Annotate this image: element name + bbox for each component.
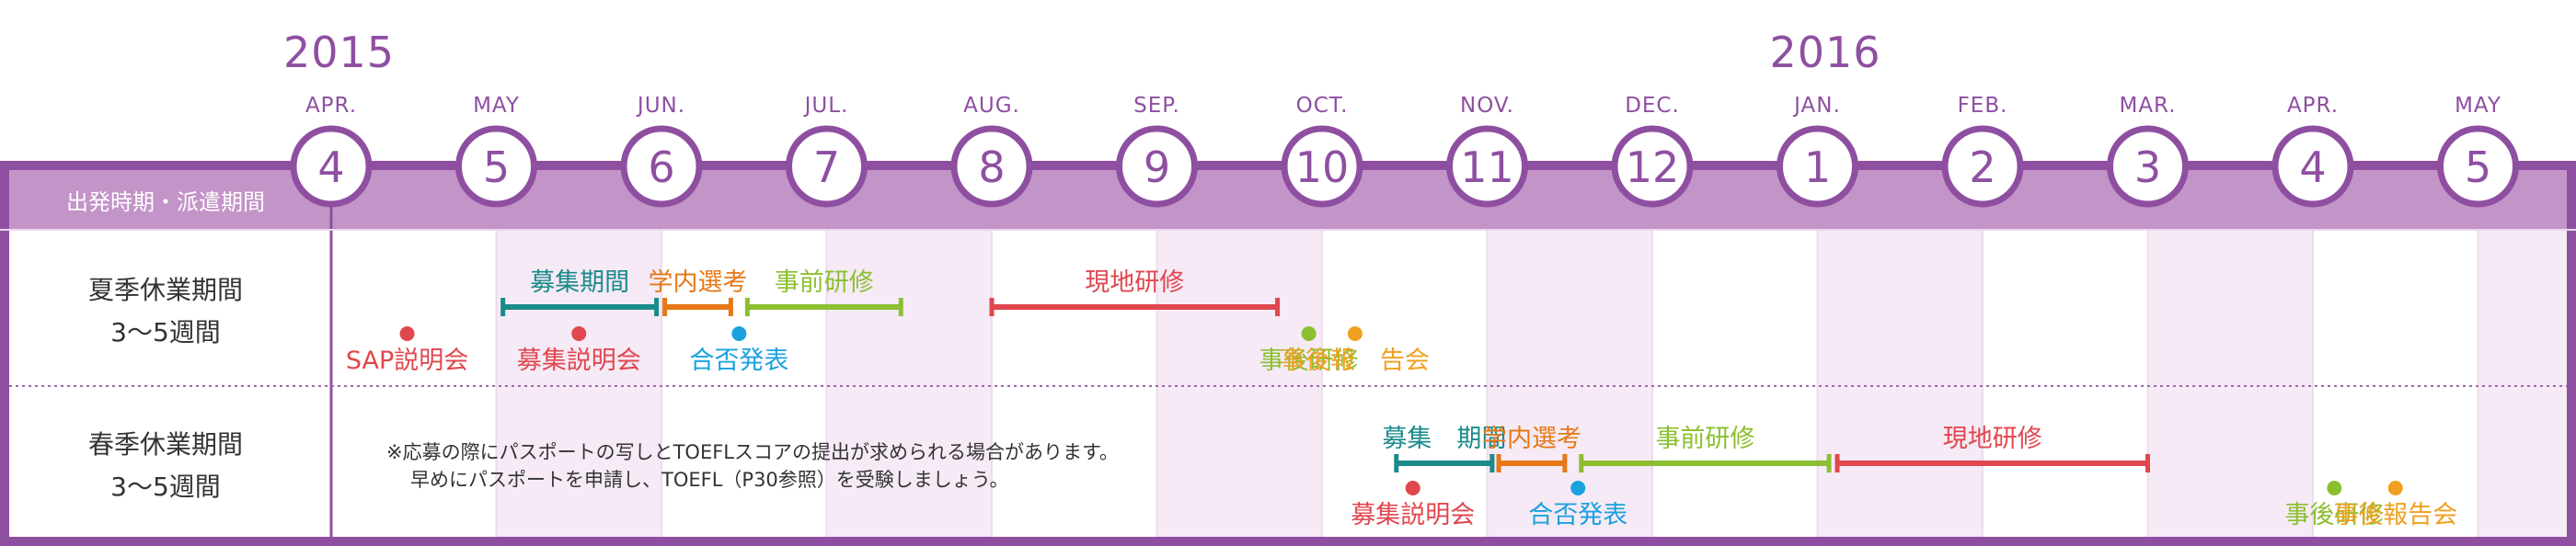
event-label: 事後報告会	[2333, 501, 2457, 529]
month-abbr-label: JUN.	[636, 94, 685, 118]
header-row-label: 出発時期・派遣期間	[66, 189, 265, 215]
event-label: SAP説明会	[346, 347, 468, 375]
month-number-label: 7	[813, 142, 840, 192]
month-number-label: 1	[1804, 142, 1831, 192]
event-label: 事後研修	[2284, 501, 2384, 529]
month-markers: APR. 4 MAY 5 JUN. 6 JUL. 7 AUG. 8 SEP. 9 OCT. 10 NOV. 1…	[290, 94, 2519, 208]
bar-label: 募集期間	[530, 268, 629, 297]
month-abbr-label: SEP.	[1133, 94, 1180, 118]
event-dot	[2327, 481, 2342, 495]
month-circle	[950, 125, 1033, 208]
bar-label: 現地研修	[1085, 268, 1184, 297]
month-abbr-label: APR.	[2287, 94, 2339, 118]
month-abbr-label: OCT.	[1296, 94, 1349, 118]
event-label: 募集説明会	[1351, 501, 1475, 529]
column-stripe	[2147, 230, 2313, 537]
bar-label: 事前研修	[1655, 425, 1754, 453]
month-circle	[1281, 125, 1363, 208]
event-label: 合否発表	[689, 347, 788, 375]
spring-row-duration: 3～5週間	[110, 472, 221, 502]
event-dot	[571, 326, 587, 341]
event-dot	[1301, 326, 1317, 341]
month-number-label: 4	[2299, 142, 2326, 192]
month-circle	[1941, 125, 2024, 208]
note-line-2: 早めにパスポートを申請し、TOEFL（P30参照）を受験しましょう。	[410, 469, 1009, 491]
month-number-label: 10	[1295, 142, 1350, 192]
spring-row-title: 春季休業期間	[87, 429, 243, 460]
column-stripe	[496, 230, 661, 537]
column-stripe	[826, 230, 992, 537]
event-dot	[731, 326, 747, 341]
event-dot	[1570, 481, 1586, 495]
month-circle	[2437, 125, 2519, 208]
month-abbr-label: JUL.	[803, 94, 849, 118]
event-label: 合否発表	[1528, 501, 1627, 529]
year-label-2016: 2016	[1769, 28, 1881, 77]
event-label: 募集説明会	[517, 347, 641, 375]
month-abbr-label: MAR.	[2119, 94, 2176, 118]
event-dot	[1405, 481, 1420, 495]
month-number-label: 5	[2465, 142, 2491, 192]
month-circle	[455, 125, 537, 208]
month-circle	[1777, 125, 1858, 208]
month-number-label: 5	[483, 142, 510, 192]
month-number-label: 8	[978, 142, 1005, 192]
month-abbr-label: APR.	[305, 94, 357, 118]
month-circle	[290, 125, 373, 208]
month-circle	[2107, 125, 2189, 208]
summer-row-duration: 3～5週間	[110, 317, 221, 347]
column-stripe	[1817, 230, 1983, 537]
bar-label: 学内選考	[1482, 425, 1581, 453]
month-circle	[620, 125, 703, 208]
schedule-events: SAP説明会募集説明会合否発表事後研修事後報 告会募集説明会合否発表事後研修事後…	[346, 326, 2457, 529]
bar-label: 募集 期間	[1382, 425, 1506, 453]
event-dot	[2387, 481, 2403, 495]
event-dot	[1347, 326, 1363, 341]
month-number-label: 6	[648, 142, 674, 192]
summer-row-title: 夏季休業期間	[87, 275, 243, 305]
month-circle	[1116, 125, 1198, 208]
month-abbr-label: MAY	[473, 94, 520, 118]
month-number-label: 2	[1969, 142, 1995, 192]
month-abbr-label: FEB.	[1958, 94, 2008, 118]
month-abbr-label: NOV.	[1460, 94, 1514, 118]
column-stripe	[1156, 230, 1322, 537]
event-label: 事後報 告会	[1281, 347, 1430, 375]
bar-label: 学内選考	[648, 268, 747, 297]
month-abbr-label: MAY	[2455, 94, 2501, 118]
month-abbr-label: DEC.	[1625, 94, 1680, 118]
column-stripe	[1487, 230, 1652, 537]
grid-background	[495, 230, 2567, 537]
spring-row-label: 春季休業期間 3～5週間	[0, 424, 331, 508]
column-stripe	[2478, 230, 2567, 537]
month-circle	[1611, 125, 1694, 208]
month-circle	[2271, 125, 2354, 208]
event-dot	[399, 326, 415, 341]
bar-label: 事前研修	[775, 268, 874, 297]
month-abbr-label: AUG.	[963, 94, 1020, 118]
month-number-label: 3	[2134, 142, 2161, 192]
bar-label: 現地研修	[1943, 425, 2042, 453]
year-label-2015: 2015	[283, 28, 396, 77]
month-circle	[786, 125, 868, 208]
passport-note: ※応募の際にパスポートの写しとTOEFLスコアの提出が求められる場合があります。…	[386, 438, 1119, 494]
month-number-label: 4	[317, 142, 344, 192]
month-number-label: 9	[1144, 142, 1170, 192]
event-label: 事後研修	[1259, 347, 1359, 375]
month-circle	[1446, 125, 1528, 208]
month-number-label: 12	[1626, 142, 1680, 192]
schedule-bars: 募集期間学内選考事前研修現地研修募集 期間学内選考事前研修現地研修	[500, 268, 2150, 472]
month-abbr-label: JAN.	[1792, 94, 1841, 118]
month-number-label: 11	[1460, 142, 1514, 192]
summer-row-label: 夏季休業期間 3～5週間	[0, 269, 331, 354]
note-line-1: ※応募の際にパスポートの写しとTOEFLスコアの提出が求められる場合があります。	[386, 441, 1119, 463]
